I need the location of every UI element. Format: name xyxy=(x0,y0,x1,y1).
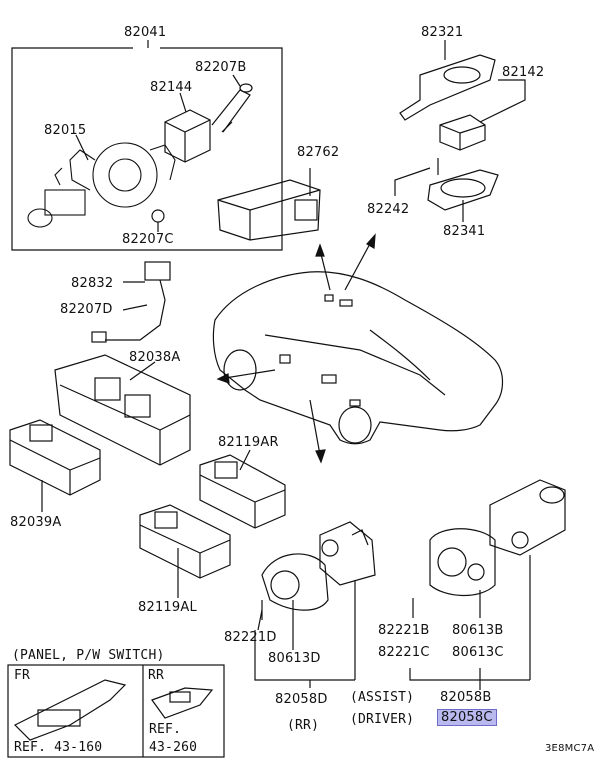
label-82321: 82321 xyxy=(421,25,464,40)
part-80613B xyxy=(429,528,496,597)
label-82832: 82832 xyxy=(71,276,114,291)
label-rr: (RR) xyxy=(287,718,320,733)
part-82119AL xyxy=(139,504,231,579)
legend-ref-prefix: REF. xyxy=(149,722,182,737)
legend-title: (PANEL, P/W SWITCH) xyxy=(12,648,165,663)
part-82762 xyxy=(217,179,321,241)
label-82207B: 82207B xyxy=(195,60,247,75)
legend-ref-fr: REF. 43-160 xyxy=(14,740,103,755)
label-82144: 82144 xyxy=(150,80,193,95)
part-82119AR xyxy=(199,454,286,529)
legend-fr: FR xyxy=(14,668,31,683)
label-82119AR: 82119AR xyxy=(218,435,279,450)
label-82119AL: 82119AL xyxy=(138,600,197,615)
part-82039A xyxy=(9,419,101,496)
label-82207C: 82207C xyxy=(122,232,174,247)
label-82058D: 82058D xyxy=(275,692,328,707)
legend-box xyxy=(7,664,225,758)
label-82058C-highlighted[interactable]: 82058C xyxy=(437,709,497,726)
part-80613D xyxy=(261,553,329,611)
diagram-code: 3E8MC7A xyxy=(545,743,595,754)
label-driver: (DRIVER) xyxy=(350,712,415,727)
label-82221D: 82221D xyxy=(224,630,277,645)
legend-rr: RR xyxy=(148,668,165,683)
label-82058B: 82058B xyxy=(440,690,492,705)
label-82207D: 82207D xyxy=(60,302,113,317)
part-82321 xyxy=(399,54,496,121)
part-82058D xyxy=(319,521,376,586)
part-82015 xyxy=(27,142,176,228)
label-82142: 82142 xyxy=(502,65,545,80)
label-82242: 82242 xyxy=(367,202,410,217)
part-82038A xyxy=(54,354,191,466)
label-82221B: 82221B xyxy=(378,623,430,638)
label-80613B: 80613B xyxy=(452,623,504,638)
label-82039A: 82039A xyxy=(10,515,62,530)
label-82015: 82015 xyxy=(44,123,87,138)
group-box-82041 xyxy=(11,47,283,251)
label-82762: 82762 xyxy=(297,145,340,160)
label-82041: 82041 xyxy=(124,25,167,40)
label-80613D: 80613D xyxy=(268,651,321,666)
label-80613C: 80613C xyxy=(452,645,504,660)
part-82142 xyxy=(439,114,486,151)
label-82038A: 82038A xyxy=(129,350,181,365)
label-82341: 82341 xyxy=(443,224,486,239)
part-82832 xyxy=(91,261,171,343)
part-82144 xyxy=(164,109,211,163)
car-silhouette xyxy=(212,271,504,445)
legend-ref-rr: 43-260 xyxy=(149,740,198,755)
part-82341 xyxy=(427,169,499,211)
label-assist: (ASSIST) xyxy=(350,690,415,705)
label-82221C: 82221C xyxy=(378,645,430,660)
part-82058B xyxy=(489,479,566,556)
